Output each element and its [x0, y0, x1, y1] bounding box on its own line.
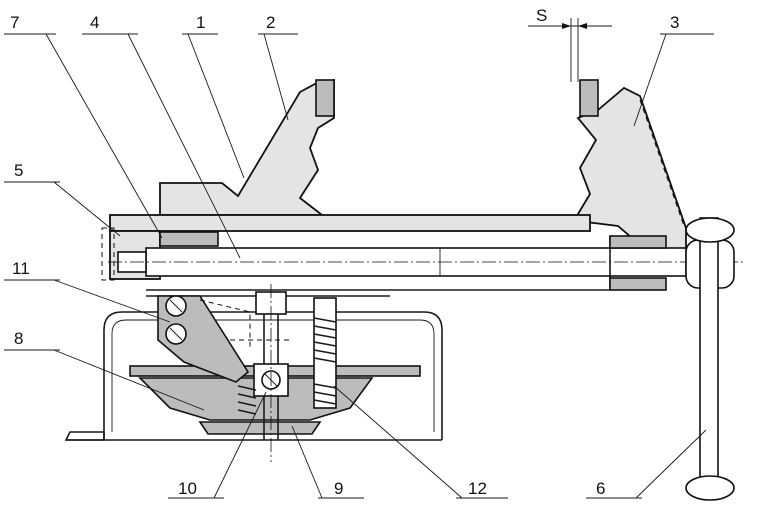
callout-leaders	[4, 33, 714, 499]
callout-6: 6	[596, 479, 605, 498]
gap-dimension-s: S	[528, 6, 612, 82]
spring-right	[313, 297, 337, 409]
nut	[159, 231, 219, 247]
guide-bar-end-cap-hidden	[101, 227, 115, 281]
callout-11: 11	[12, 259, 30, 278]
handle-top-knob	[685, 217, 735, 243]
callout-3: 3	[670, 13, 679, 32]
guide-bar	[109, 214, 591, 232]
callout-9: 9	[334, 479, 343, 498]
base-housing-inner	[111, 319, 435, 432]
callout-10: 10	[178, 479, 197, 498]
thrust-washer-bottom	[609, 277, 667, 291]
base-dish-bottom	[198, 421, 322, 435]
moving-jaw-hidden-edge	[639, 99, 685, 227]
callout-5: 5	[14, 161, 23, 180]
fixed-jaw-insert	[315, 79, 335, 117]
fixed-jaw	[159, 78, 335, 216]
callout-7: 7	[10, 13, 19, 32]
spring-left	[237, 385, 257, 415]
callout-1: 1	[196, 13, 205, 32]
gap-dimension-label: S	[536, 6, 547, 25]
callout-12: 12	[468, 479, 487, 498]
callout-2: 2	[266, 13, 275, 32]
cam-lever-hidden	[199, 299, 251, 350]
handle-bar	[699, 217, 719, 481]
base-flange-left	[64, 431, 105, 441]
thrust-washer-top	[609, 235, 667, 249]
cam-lever	[157, 295, 250, 383]
handle-bottom-knob	[685, 475, 735, 501]
moving-jaw-insert	[579, 79, 599, 117]
callout-labels: 7 4 1 2 3 5 11 8 10 9 12 6	[10, 13, 679, 498]
callout-4: 4	[90, 13, 99, 32]
callout-8: 8	[14, 329, 23, 348]
